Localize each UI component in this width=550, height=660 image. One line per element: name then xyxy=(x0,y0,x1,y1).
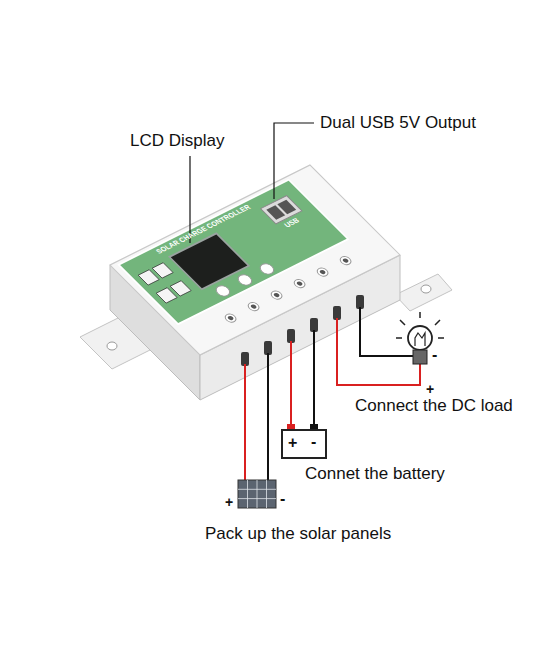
polarity-sign: - xyxy=(432,346,437,364)
red-wire xyxy=(244,364,246,480)
callout-label: Connet the battery xyxy=(305,464,445,484)
polarity-sign: + xyxy=(426,381,434,397)
solar-cell-grid xyxy=(238,480,276,508)
screw-hole xyxy=(246,301,261,312)
button xyxy=(235,273,254,287)
black-wire xyxy=(267,353,269,480)
green-panel xyxy=(119,180,348,324)
screw-hole xyxy=(269,290,284,301)
battery-symbol xyxy=(282,430,326,458)
top-face xyxy=(110,165,400,355)
usb-port xyxy=(277,200,296,214)
black-wire xyxy=(360,307,413,356)
polarity-sign: - xyxy=(311,433,316,451)
callout-label: Dual USB 5V Output xyxy=(320,113,476,133)
black-wire xyxy=(313,330,315,424)
screw-head xyxy=(273,292,281,298)
callout-label: LCD Display xyxy=(130,131,224,151)
mounting-tab xyxy=(395,274,452,311)
lock-icon xyxy=(170,281,191,296)
set-icon xyxy=(152,263,173,278)
screw-head xyxy=(227,315,235,321)
screw-head xyxy=(296,281,304,287)
mounting-hole xyxy=(421,285,431,293)
screw-head xyxy=(319,269,327,275)
bulb-rays xyxy=(396,312,444,338)
red-wire xyxy=(337,318,420,385)
usb-print: USB xyxy=(283,217,302,230)
button xyxy=(257,262,276,276)
screw-head xyxy=(342,258,350,264)
terminal-opening xyxy=(241,352,249,366)
polarity-sign: + xyxy=(225,494,233,510)
callout-label: Connect the DC load xyxy=(355,396,513,416)
screw-hole xyxy=(292,278,307,289)
terminal-opening xyxy=(356,295,364,309)
terminal-opening xyxy=(310,318,318,332)
red-wire xyxy=(290,341,292,424)
screw-head xyxy=(250,304,258,310)
bulb-filament xyxy=(415,333,425,346)
callout-label: Pack up the solar panels xyxy=(205,524,391,544)
screw-hole xyxy=(223,313,238,324)
housing-top-face xyxy=(110,165,400,355)
bulb-base xyxy=(413,350,427,364)
bulb-symbol xyxy=(408,326,432,350)
button xyxy=(213,284,232,298)
mounting-hole xyxy=(107,342,117,350)
polarity-sign: + xyxy=(288,434,297,452)
leader-line xyxy=(189,156,190,243)
panel-print: SOLAR CHARGE CONTROLLER xyxy=(155,204,253,256)
terminal-opening xyxy=(287,329,295,343)
polarity-sign: - xyxy=(280,490,285,508)
terminal-opening xyxy=(264,341,272,355)
solar-panel-symbol xyxy=(238,480,276,508)
screw-hole xyxy=(315,267,330,278)
leader-line xyxy=(274,123,314,199)
terminal-opening xyxy=(333,306,341,320)
screw-hole xyxy=(338,255,353,266)
